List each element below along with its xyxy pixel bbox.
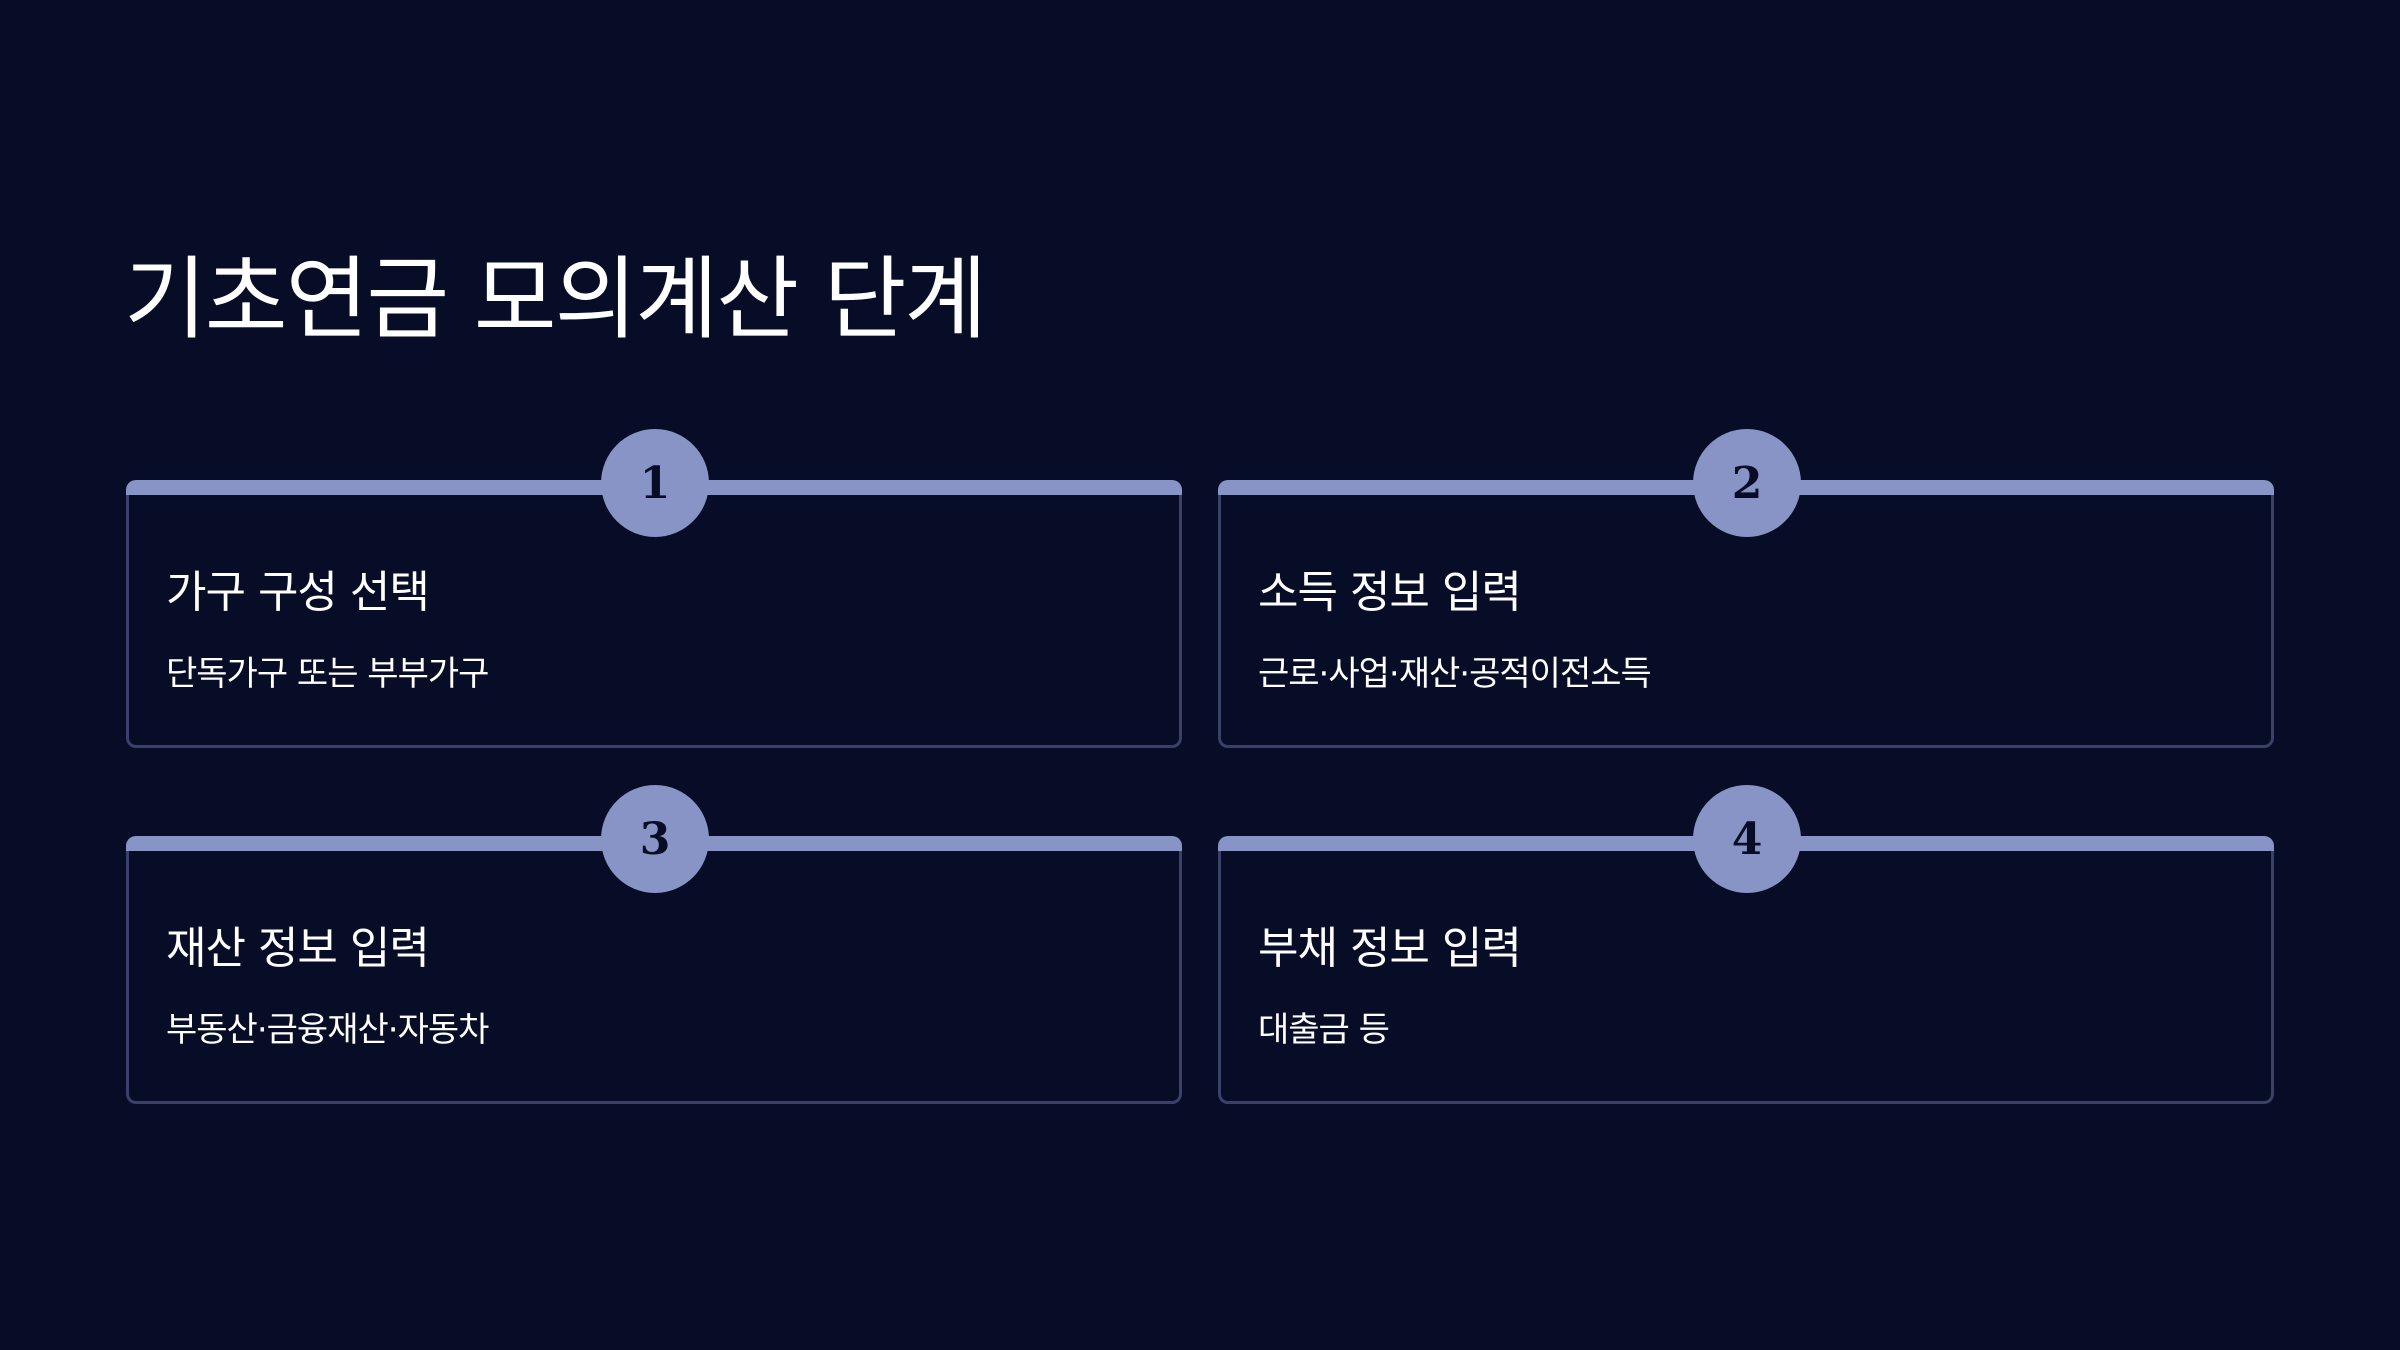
step-card-3: 3 재산 정보 입력 부동산·금융재산·자동차 (126, 785, 1182, 1104)
step-description: 단독가구 또는 부부가구 (166, 654, 489, 694)
step-title: 재산 정보 입력 (166, 923, 430, 974)
step-title: 가구 구성 선택 (166, 567, 430, 618)
step-card-1: 1 가구 구성 선택 단독가구 또는 부부가구 (126, 429, 1182, 748)
step-title: 소득 정보 입력 (1258, 567, 1522, 618)
step-card-4: 4 부채 정보 입력 대출금 등 (1218, 785, 2274, 1104)
step-description: 부동산·금융재산·자동차 (166, 1010, 489, 1050)
step-description: 근로·사업·재산·공적이전소득 (1258, 654, 1652, 694)
step-number-badge: 1 (601, 429, 709, 537)
step-card-2: 2 소득 정보 입력 근로·사업·재산·공적이전소득 (1218, 429, 2274, 748)
step-number-badge: 2 (1693, 429, 1801, 537)
page-title: 기초연금 모의계산 단계 (124, 247, 987, 352)
step-description: 대출금 등 (1258, 1010, 1390, 1050)
step-number-badge: 3 (601, 785, 709, 893)
step-title: 부채 정보 입력 (1258, 923, 1522, 974)
step-number-badge: 4 (1693, 785, 1801, 893)
